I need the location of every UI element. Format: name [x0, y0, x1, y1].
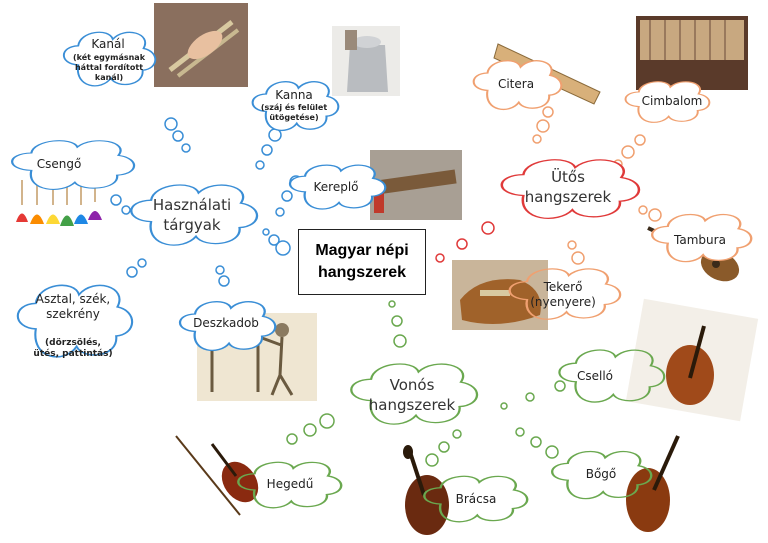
category-utos: Ütős hangszerek — [524, 168, 612, 206]
center-title: Magyar népi hangszerek — [298, 229, 426, 295]
bubble-trail-red — [435, 221, 495, 263]
photo-cello — [625, 298, 759, 422]
label-tekero: Tekerő (nyenyere) — [530, 280, 596, 309]
label-kanal: Kanál — [91, 37, 125, 51]
label-kereplo: Kereplő — [313, 180, 359, 194]
photo-milk-can — [332, 26, 400, 96]
label-csello: Cselló — [576, 369, 614, 383]
label-hegedu: Hegedű — [266, 477, 314, 491]
note-kanal: (két egymásnak háttal fordított kanál) — [72, 53, 146, 82]
category-vonos: Vonós hangszerek — [368, 376, 456, 414]
label-deszkadob: Deszkadob — [193, 316, 259, 330]
label-bracsa: Brácsa — [455, 492, 497, 506]
label-kanna: Kanna — [275, 88, 313, 102]
note-asztal: (dörzsölés, ütés, pattintás) — [33, 338, 113, 359]
category-hasznalati: Használati tárgyak — [152, 196, 232, 234]
label-citera: Citera — [497, 77, 535, 91]
bubble-trail-green — [286, 300, 566, 467]
bubble-trail-blue — [110, 117, 303, 287]
note-kanna: (száj és felület ütögetése) — [260, 103, 328, 122]
photo-hurdy-gurdy — [452, 260, 548, 330]
label-cimbalom: Cimbalom — [641, 94, 703, 108]
label-asztal: Asztal, szék, szekrény — [35, 292, 111, 321]
label-tambura: Tambura — [674, 233, 726, 247]
label-csengo: Csengő — [36, 157, 82, 171]
label-bogo: Bőgő — [585, 467, 617, 481]
photo-spoons — [154, 3, 248, 87]
photo-viola — [403, 445, 449, 535]
photo-double-bass — [626, 435, 680, 532]
photo-cimbalom — [636, 16, 748, 90]
photo-violin — [175, 435, 259, 516]
